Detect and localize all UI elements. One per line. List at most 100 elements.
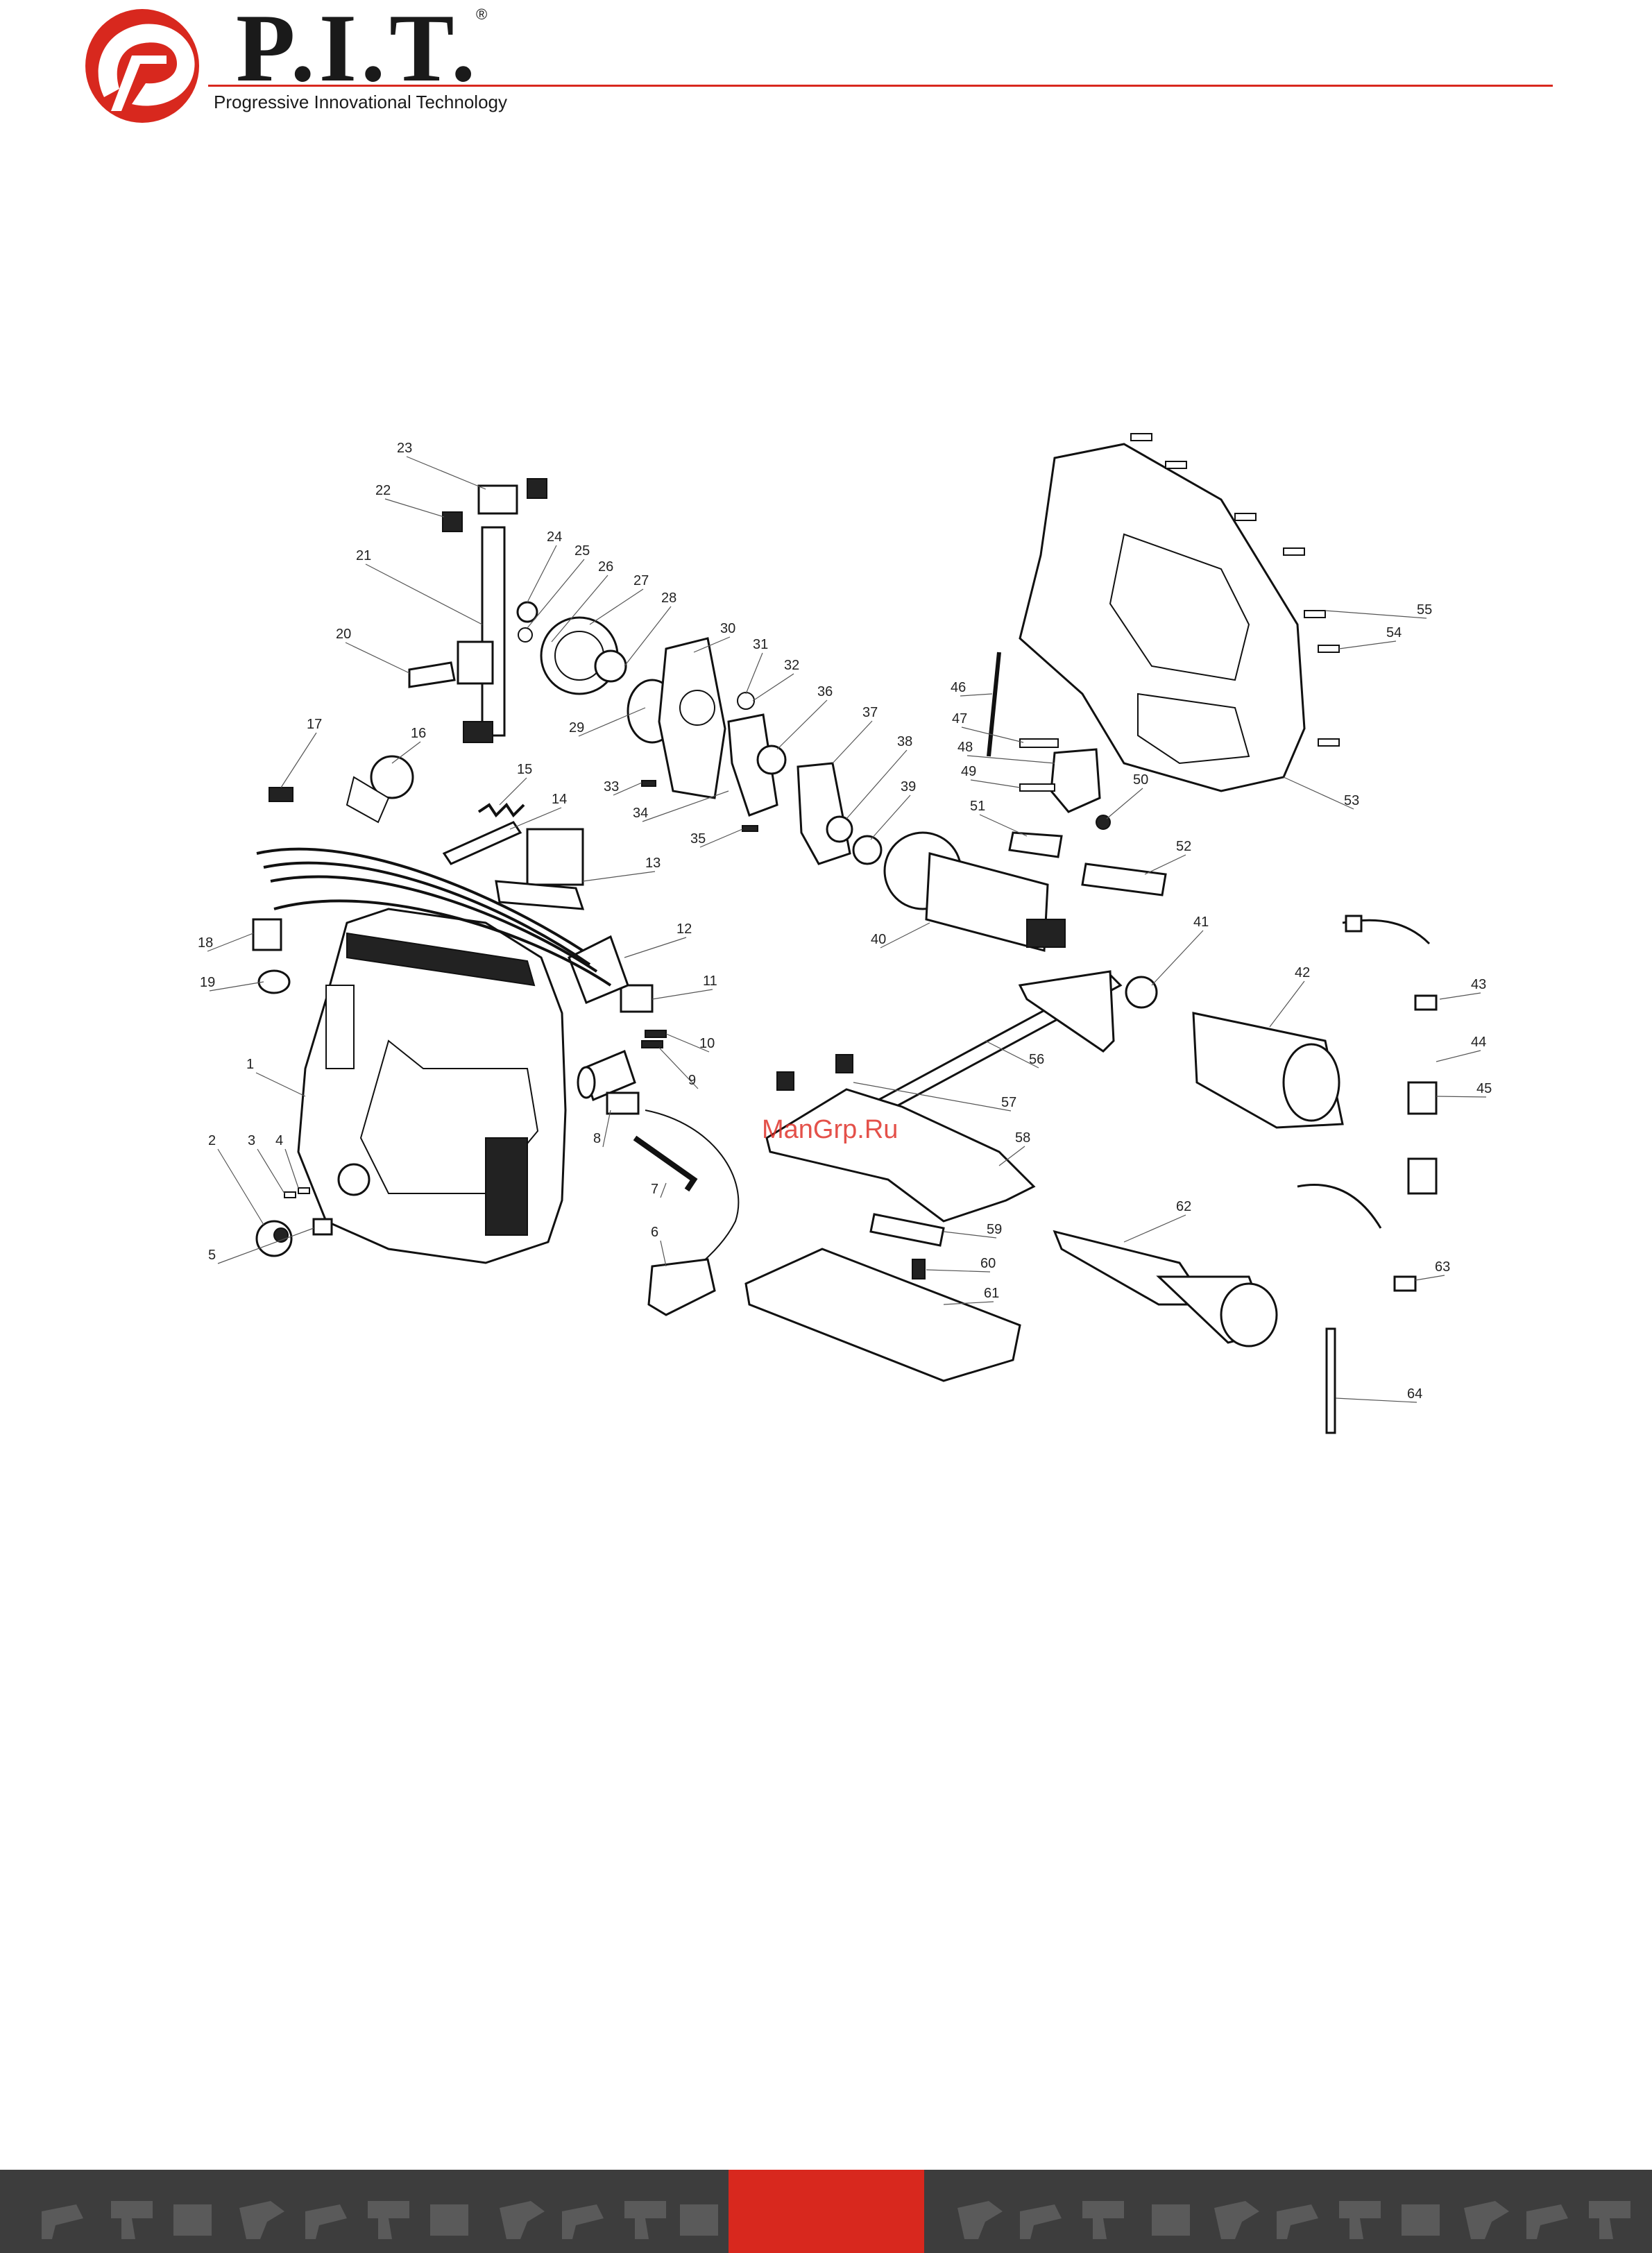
part-number-label: 1	[246, 1057, 254, 1072]
part-number-label: 35	[690, 831, 706, 847]
part-number-label: 59	[987, 1222, 1002, 1237]
leader-line-42	[1270, 981, 1304, 1027]
part-number-label: 46	[951, 680, 966, 695]
power-tool-icon	[1402, 2204, 1440, 2236]
part-number-label: 40	[871, 932, 886, 947]
leader-line-62	[1124, 1215, 1186, 1242]
power-tool-icon	[111, 2201, 153, 2239]
part-number-label: 19	[200, 975, 215, 990]
cord-clamp	[607, 1093, 638, 1114]
power-tool-icon	[239, 2201, 284, 2239]
part-number-label: 41	[1193, 915, 1209, 930]
leader-line-7	[661, 1183, 666, 1198]
part-number-label: 23	[397, 441, 412, 456]
part-number-label: 8	[593, 1131, 601, 1146]
leader-line-51	[980, 815, 1027, 836]
small-screws-3-4	[284, 1188, 309, 1198]
leader-line-40	[880, 923, 930, 948]
part-number-label: 56	[1029, 1052, 1044, 1067]
leader-line-32	[753, 674, 794, 701]
leader-line-31	[746, 653, 763, 694]
leader-line-54	[1339, 641, 1396, 649]
leader-line-12	[624, 937, 686, 958]
part-number-label: 21	[356, 548, 371, 563]
power-tool-icon	[305, 2204, 347, 2239]
power-cord	[645, 1110, 738, 1315]
leader-line-13	[583, 872, 655, 881]
power-tool-icon	[680, 2204, 718, 2236]
power-tool-icon	[500, 2201, 545, 2239]
part-number-label: 54	[1386, 625, 1402, 640]
leader-line-52	[1145, 855, 1186, 874]
part-number-label: 2	[208, 1133, 216, 1148]
part-number-label: 34	[633, 806, 648, 821]
bearing-24	[518, 602, 537, 622]
part-number-label: 32	[784, 658, 799, 673]
power-tool-icon	[368, 2201, 409, 2239]
leader-line-49	[971, 780, 1020, 788]
switch-clip-5	[314, 1219, 332, 1234]
part-number-label: 7	[651, 1182, 658, 1197]
part-number-label: 52	[1176, 839, 1191, 854]
part-number-label: 9	[688, 1073, 696, 1088]
part-number-label: 16	[411, 726, 426, 741]
leader-line-17	[281, 733, 316, 788]
power-tool-icon	[1339, 2201, 1381, 2239]
housing-left-half	[298, 909, 565, 1263]
part-number-label: 44	[1471, 1035, 1486, 1050]
page-footer	[0, 2170, 1652, 2253]
leader-line-21	[366, 564, 482, 624]
bearing-41	[1126, 977, 1157, 1008]
part-number-label: 24	[547, 529, 562, 545]
power-tool-icon	[624, 2201, 666, 2239]
power-tool-icon	[1277, 2204, 1318, 2239]
leader-line-41	[1152, 930, 1203, 985]
power-tool-icon	[173, 2204, 212, 2236]
terminal-block	[621, 985, 652, 1012]
part-number-label: 57	[1001, 1095, 1016, 1110]
leader-line-23	[407, 457, 486, 489]
part-number-label: 25	[574, 543, 590, 559]
power-tool-icon	[957, 2201, 1003, 2239]
part-number-label: 50	[1133, 772, 1148, 788]
part-number-label: 42	[1295, 965, 1310, 980]
lever-48	[1051, 749, 1100, 812]
leader-line-20	[346, 643, 409, 673]
part-number-label: 64	[1407, 1386, 1422, 1402]
leader-line-36	[777, 700, 827, 749]
part-number-label: 10	[699, 1036, 715, 1051]
leader-line-24	[527, 545, 556, 602]
part-number-label: 47	[952, 711, 967, 726]
part-number-label: 55	[1417, 602, 1432, 618]
part-number-label: 31	[753, 637, 768, 652]
clamp-59	[871, 1214, 944, 1245]
pin-35	[742, 826, 758, 831]
part-number-label: 5	[208, 1248, 216, 1263]
leader-line-64	[1336, 1398, 1417, 1402]
part-number-label: 37	[862, 705, 878, 720]
blade-guide-20	[409, 663, 454, 687]
leader-line-50	[1107, 788, 1143, 819]
switch-unit	[496, 829, 583, 909]
leader-line-1	[256, 1073, 305, 1096]
part-number-label: 13	[645, 856, 661, 871]
part-number-label: 28	[661, 590, 676, 606]
part-number-label: 62	[1176, 1199, 1191, 1214]
part-number-label: 39	[901, 779, 916, 794]
part-number-label: 53	[1344, 793, 1359, 808]
gear-27	[541, 618, 626, 694]
footer-accent-block	[729, 2170, 924, 2253]
leader-line-55	[1325, 611, 1427, 618]
clamp-screws	[642, 1030, 666, 1048]
part-number-label: 43	[1471, 977, 1486, 992]
brush-wire-43	[1343, 916, 1429, 944]
housing-right-half	[1020, 444, 1304, 791]
part-number-label: 45	[1476, 1081, 1492, 1096]
power-tool-icon	[1589, 2201, 1630, 2239]
part-number-label: 60	[980, 1256, 996, 1271]
leader-line-19	[210, 982, 264, 991]
power-tool-icon	[562, 2204, 604, 2239]
plunger-rod	[458, 527, 504, 742]
part-number-label: 49	[961, 764, 976, 779]
